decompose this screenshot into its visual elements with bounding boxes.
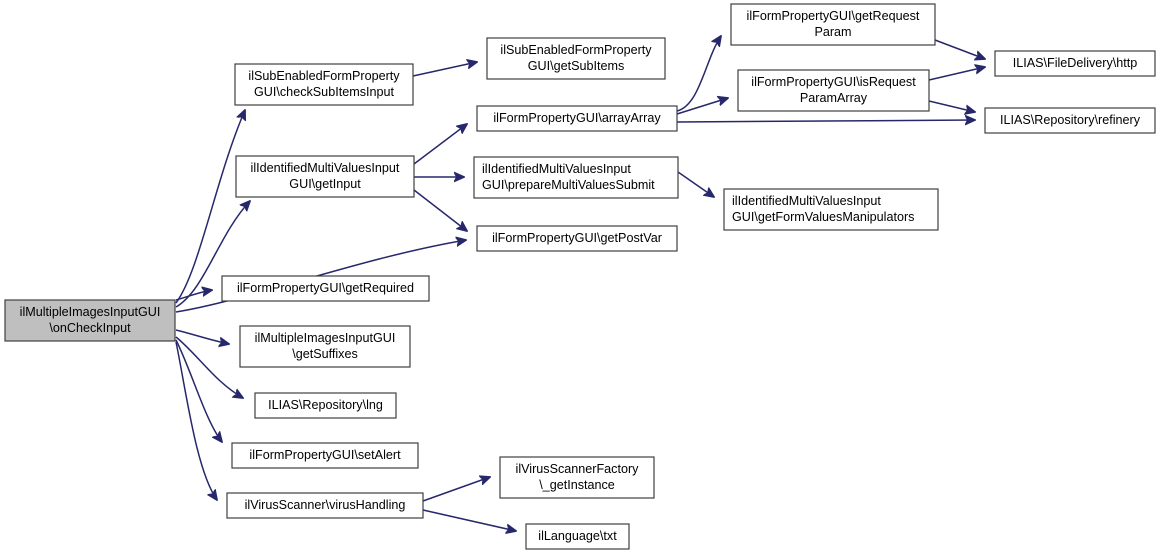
node-box-setalert[interactable] [231, 442, 419, 469]
node-getsuffixes[interactable]: ilMultipleImagesInputGUI\getSuffixes [239, 325, 411, 368]
node-checksub[interactable]: ilSubEnabledFormPropertyGUI\checkSubItem… [234, 63, 414, 106]
edge-arrayarray-to-refinery [676, 120, 975, 122]
node-httpsvc[interactable]: ILIAS\FileDelivery\http [994, 50, 1156, 77]
node-vsfactory[interactable]: ilVirusScannerFactory\_getInstance [499, 456, 655, 499]
edge-getinput-to-arrayarray [413, 124, 467, 165]
node-box-ltxt[interactable] [525, 523, 630, 550]
node-root[interactable]: ilMultipleImagesInputGUI\onCheckInput [4, 299, 176, 342]
node-getpostvar[interactable]: ilFormPropertyGUI\getPostVar [476, 225, 678, 252]
node-virushandle[interactable]: ilVirusScanner\virusHandling [226, 492, 424, 519]
edge-root-to-getrequired [175, 290, 212, 301]
node-box-getfvm[interactable] [723, 188, 939, 231]
node-lng[interactable]: ILIAS\Repository\lng [254, 392, 397, 419]
node-box-getsubitems[interactable] [486, 37, 666, 80]
node-box-checksub[interactable] [234, 63, 414, 106]
node-box-httpsvc[interactable] [994, 50, 1156, 77]
edge-virushandle-to-vsfactory [422, 477, 490, 502]
node-preparemvs[interactable]: ilIdentifiedMultiValuesInputGUI\prepareM… [473, 156, 679, 199]
node-setalert[interactable]: ilFormPropertyGUI\setAlert [231, 442, 419, 469]
edge-root-to-setalert [175, 339, 222, 442]
edge-getinput-to-getpostvar [413, 189, 467, 231]
edge-arrayarray-to-isreqparam [676, 98, 728, 115]
node-box-getreqparam[interactable] [730, 3, 936, 46]
edge-checksub-to-getsubitems [412, 62, 477, 77]
edge-root-to-checksub [175, 110, 245, 304]
node-box-isreqparam[interactable] [737, 69, 930, 112]
node-arrayarray[interactable]: ilFormPropertyGUI\arrayArray [476, 105, 678, 132]
node-refinery[interactable]: ILIAS\Repository\refinery [984, 107, 1156, 134]
node-box-getpostvar[interactable] [476, 225, 678, 252]
edge-root-to-virushandle [175, 341, 217, 500]
node-getrequired[interactable]: ilFormPropertyGUI\getRequired [221, 275, 430, 302]
edge-arrayarray-to-getreqparam [676, 36, 721, 112]
node-getfvm[interactable]: ilIdentifiedMultiValuesInputGUI\getFormV… [723, 188, 939, 231]
node-box-refinery[interactable] [984, 107, 1156, 134]
edge-isreqparam-to-httpsvc [928, 67, 985, 81]
edge-preparemvs-to-getfvm [677, 171, 714, 197]
node-box-vsfactory[interactable] [499, 456, 655, 499]
node-box-virushandle[interactable] [226, 492, 424, 519]
node-box-root[interactable] [4, 299, 176, 342]
node-layer: ilMultipleImagesInputGUI\onCheckInput ilS… [4, 3, 1156, 550]
node-box-getrequired[interactable] [221, 275, 430, 302]
node-box-arrayarray[interactable] [476, 105, 678, 132]
node-box-preparemvs[interactable] [473, 156, 679, 199]
node-box-getsuffixes[interactable] [239, 325, 411, 368]
node-ltxt[interactable]: ilLanguage\txt [525, 523, 630, 550]
edge-layer [175, 36, 985, 531]
edge-isreqparam-to-refinery [928, 100, 975, 112]
edge-root-to-lng [175, 336, 243, 398]
edge-root-to-getsuffixes [175, 329, 229, 344]
edge-getreqparam-to-httpsvc [934, 39, 985, 59]
node-box-getinput[interactable] [235, 155, 415, 198]
edge-root-to-getinput [175, 201, 250, 308]
node-box-lng[interactable] [254, 392, 397, 419]
edge-virushandle-to-ltxt [422, 509, 516, 531]
